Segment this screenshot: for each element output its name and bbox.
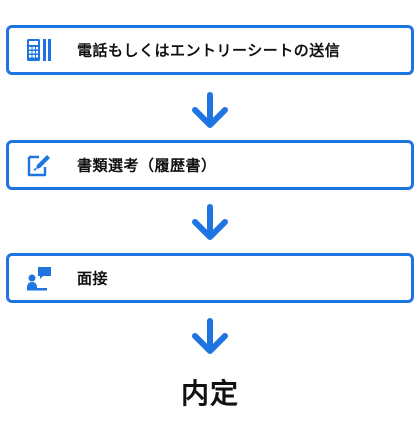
arrow-down-icon (190, 204, 230, 244)
edit-document-icon (25, 151, 53, 179)
step-interview: 面接 (6, 253, 414, 303)
step-phone-or-entry-sheet: 電話もしくはエントリーシートの送信 (6, 25, 414, 75)
calculator-icon (25, 36, 53, 64)
arrow-down-icon (190, 318, 230, 358)
result-job-offer: 内定 (180, 377, 239, 410)
interview-chat-icon (25, 264, 53, 292)
step-label: 書類選考（履歴書） (77, 156, 217, 175)
step-label: 電話もしくはエントリーシートの送信 (77, 41, 341, 60)
arrow-down-icon (190, 92, 230, 132)
step-label: 面接 (77, 269, 109, 288)
step-document-screening: 書類選考（履歴書） (6, 140, 414, 190)
